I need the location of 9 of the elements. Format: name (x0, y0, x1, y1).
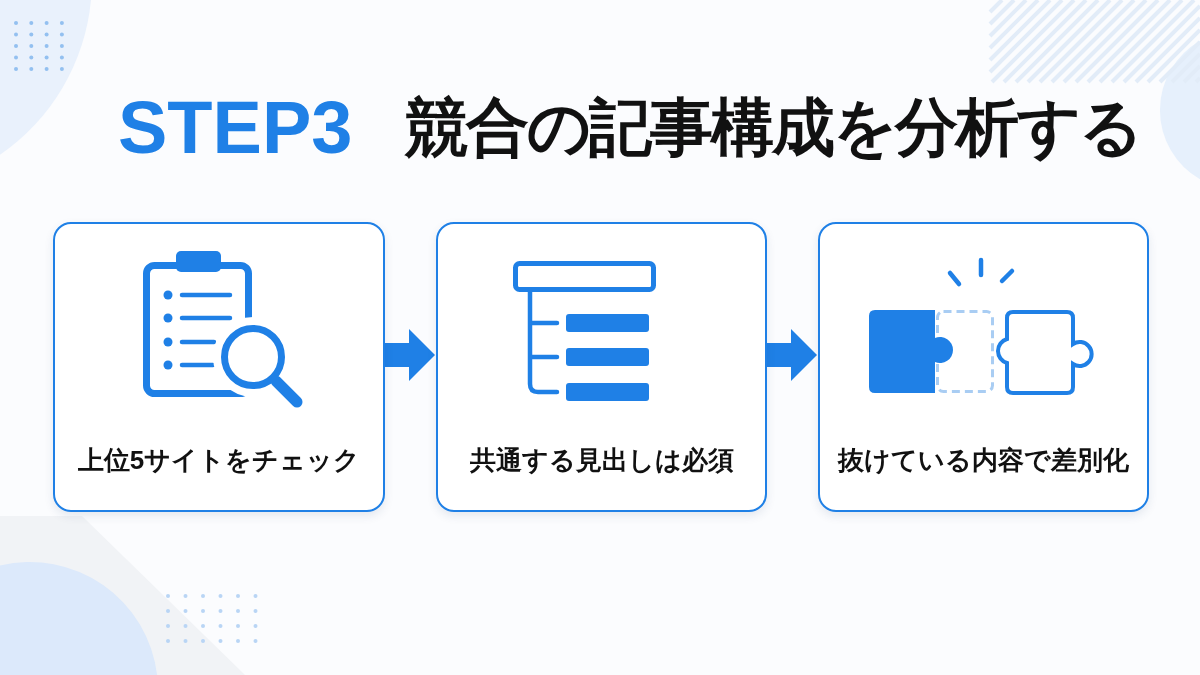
step-label: STEP3 (118, 91, 353, 165)
step-card (53, 222, 385, 512)
step-caption: 共通する見出しは必須 (469, 446, 734, 473)
step-card (818, 222, 1149, 512)
step-caption: 抜けている内容で差別化 (838, 446, 1129, 473)
step-caption: 上位5サイトをチェック (77, 446, 361, 473)
arrow (767, 329, 817, 381)
step-card (436, 222, 767, 512)
arrow (385, 329, 435, 381)
